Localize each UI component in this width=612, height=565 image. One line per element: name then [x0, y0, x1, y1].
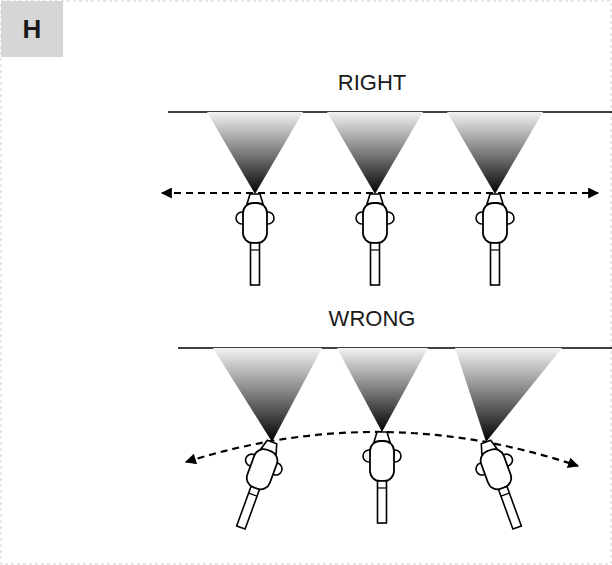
panel-heading: RIGHT — [338, 70, 406, 96]
section-letter: H — [23, 14, 42, 45]
section-badge: H — [1, 1, 63, 57]
panel-heading: WRONG — [329, 306, 416, 332]
